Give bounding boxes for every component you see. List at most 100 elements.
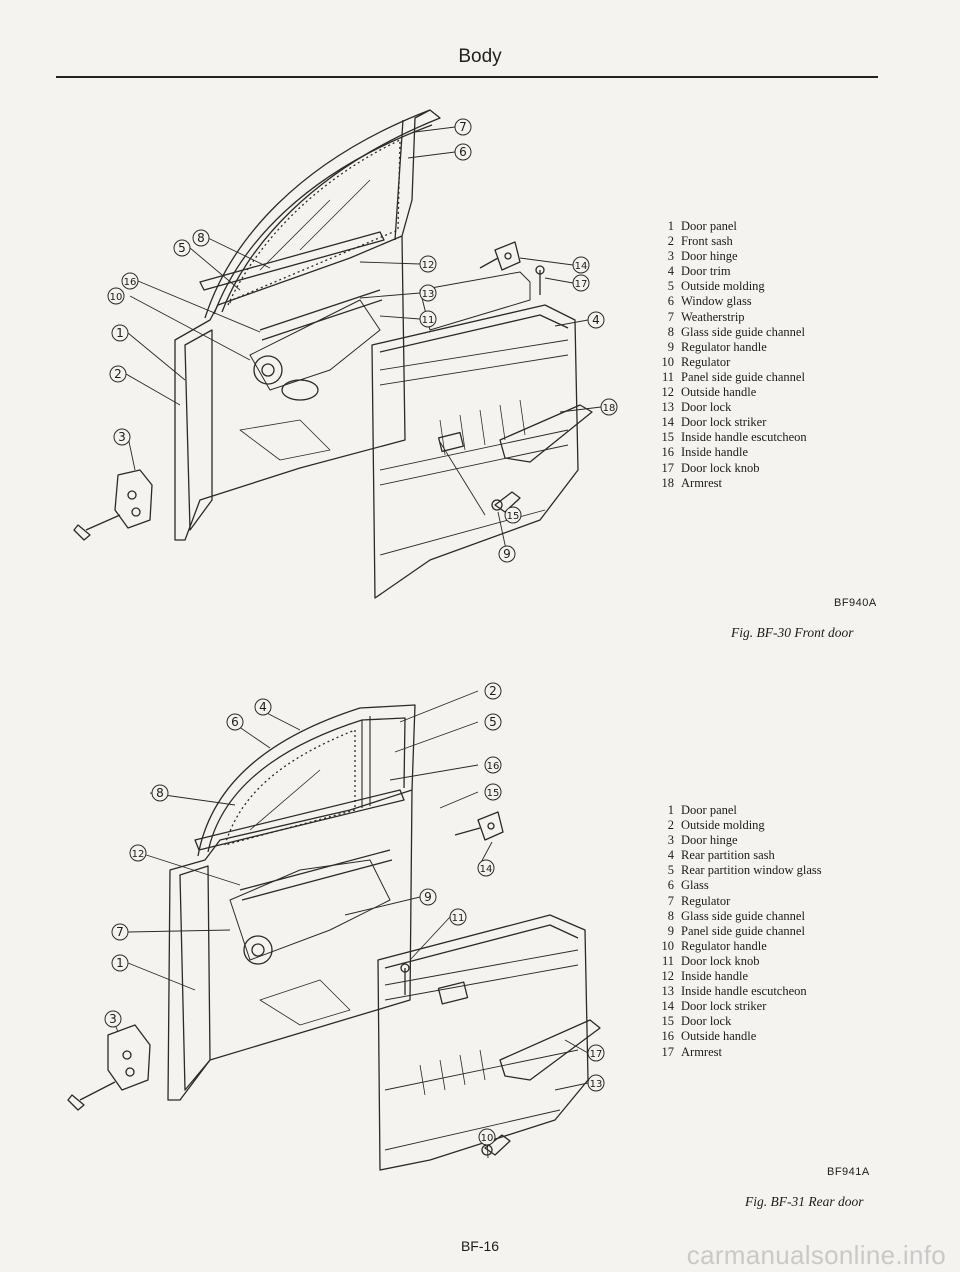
callout-rear-7: 7 <box>111 923 129 941</box>
callout-front-15: 15 <box>504 506 522 524</box>
svg-text:16: 16 <box>487 761 500 772</box>
callout-rear-12: 12 <box>129 844 147 862</box>
figure-caption-front: Fig. BF-30 Front door <box>731 625 854 640</box>
callout-front-6: 6 <box>454 143 472 161</box>
watermark: carmanualsonline.info <box>686 1240 946 1270</box>
svg-text:12: 12 <box>422 260 435 271</box>
figure-code-front: BF940A <box>834 597 877 609</box>
callout-front-16: 16 <box>121 272 139 290</box>
svg-text:10: 10 <box>481 1133 494 1144</box>
callout-rear-16: 16 <box>484 756 502 774</box>
svg-text:1: 1 <box>116 956 124 970</box>
svg-text:11: 11 <box>422 315 435 326</box>
svg-text:7: 7 <box>116 925 124 939</box>
svg-text:8: 8 <box>197 231 205 245</box>
svg-text:3: 3 <box>118 430 126 444</box>
svg-text:2: 2 <box>114 367 122 381</box>
rear-callouts: 2 4 6 5 16 15 8 12 14 9 11 7 1 3 17 13 1… <box>104 682 605 1146</box>
svg-text:9: 9 <box>424 890 432 904</box>
callout-front-12: 12 <box>419 255 437 273</box>
svg-text:17: 17 <box>575 279 588 290</box>
callout-front-18: 18 <box>600 398 618 416</box>
page-title: Body <box>458 46 502 67</box>
rear-door-panel-drawing <box>67 704 416 1111</box>
callout-front-1: 1 <box>111 324 129 342</box>
callout-rear-3: 3 <box>104 1010 122 1028</box>
callout-front-9: 9 <box>498 545 516 563</box>
svg-text:12: 12 <box>132 849 145 860</box>
callout-rear-4: 4 <box>254 698 272 716</box>
callout-front-2: 2 <box>109 365 127 383</box>
svg-text:14: 14 <box>575 261 588 272</box>
callout-rear-9: 9 <box>419 888 437 906</box>
callout-front-10: 10 <box>107 287 125 305</box>
svg-text:11: 11 <box>452 913 465 924</box>
callout-front-3: 3 <box>113 428 131 446</box>
svg-text:9: 9 <box>503 547 511 561</box>
svg-text:8: 8 <box>156 786 164 800</box>
callout-front-14: 14 <box>572 256 590 274</box>
header-rule <box>56 76 878 78</box>
figure-code-rear: BF941A <box>827 1166 870 1178</box>
rear-door-trim-drawing <box>377 914 601 1171</box>
callout-front-7: 7 <box>454 118 472 136</box>
callout-front-8: 8 <box>192 229 210 247</box>
svg-text:14: 14 <box>480 864 493 875</box>
svg-text:5: 5 <box>178 241 186 255</box>
callout-rear-1: 1 <box>111 954 129 972</box>
callout-front-17: 17 <box>572 274 590 292</box>
page-number: BF-16 <box>460 1238 500 1254</box>
svg-text:4: 4 <box>592 313 600 327</box>
svg-text:5: 5 <box>489 715 497 729</box>
svg-text:4: 4 <box>259 700 267 714</box>
callout-rear-10: 10 <box>478 1128 496 1146</box>
callout-rear-14: 14 <box>477 859 495 877</box>
figure-caption-rear: Fig. BF-31 Rear door <box>745 1194 864 1209</box>
svg-text:3: 3 <box>109 1012 117 1026</box>
svg-text:2: 2 <box>489 684 497 698</box>
front-door-panel-drawing <box>73 109 441 541</box>
callout-rear-5: 5 <box>484 713 502 731</box>
svg-text:6: 6 <box>231 715 239 729</box>
callout-front-11: 11 <box>419 310 437 328</box>
svg-text:6: 6 <box>459 145 467 159</box>
svg-text:15: 15 <box>507 511 520 522</box>
svg-text:16: 16 <box>124 277 137 288</box>
svg-text:13: 13 <box>590 1079 603 1090</box>
callout-front-13: 13 <box>419 284 437 302</box>
front-callouts: 7 6 8 5 12 14 17 16 10 13 4 11 1 2 18 3 … <box>107 118 618 563</box>
svg-text:15: 15 <box>487 788 500 799</box>
callout-rear-6: 6 <box>226 713 244 731</box>
svg-text:18: 18 <box>603 403 616 414</box>
svg-text:10: 10 <box>110 292 123 303</box>
callout-rear-17: 17 <box>587 1044 605 1062</box>
